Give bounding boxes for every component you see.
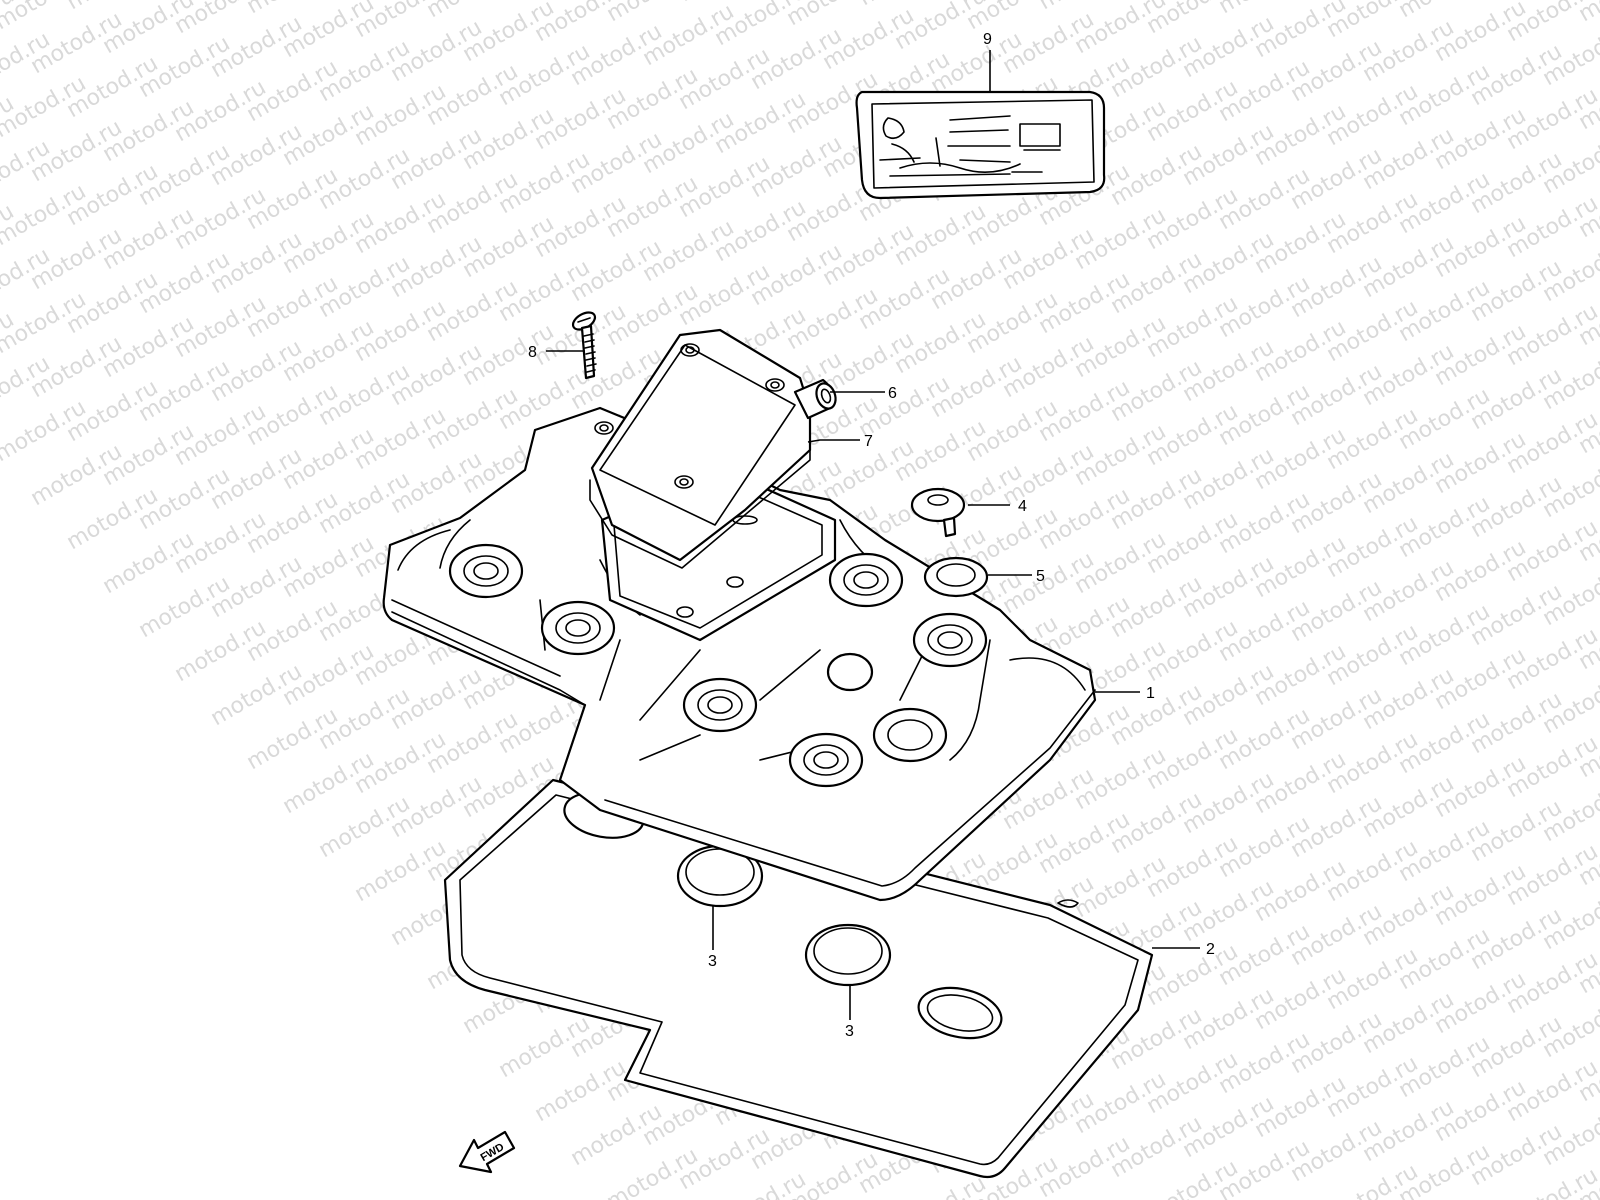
watermark-text: motod.ru xyxy=(1575,0,1600,27)
label-4: 4 xyxy=(1018,498,1027,515)
label-8: 8 xyxy=(528,344,537,361)
label-1: 1 xyxy=(1146,685,1155,702)
part-6-breather-pipe xyxy=(793,378,837,420)
part-7-breather-cover xyxy=(589,328,812,569)
part-5-washer xyxy=(923,556,989,598)
forward-arrow: FWD xyxy=(458,1130,516,1174)
part-8-bolt xyxy=(571,311,597,380)
part-9-label-sticker xyxy=(855,90,1106,200)
label-7: 7 xyxy=(864,433,873,450)
label-3b: 3 xyxy=(845,1023,854,1040)
label-9: 9 xyxy=(983,31,992,48)
label-6: 6 xyxy=(888,385,897,402)
label-2: 2 xyxy=(1206,941,1215,958)
part-4-cap-bolt xyxy=(910,487,966,538)
callout-labels: 9 8 6 7 4 5 1 2 3 3 xyxy=(528,31,1215,1040)
leader-lines xyxy=(546,50,1200,1020)
part-1-cylinder-head-cover xyxy=(382,406,1097,902)
label-3a: 3 xyxy=(708,953,717,970)
label-5: 5 xyxy=(1036,568,1045,585)
part-3-seal-b xyxy=(804,923,892,987)
